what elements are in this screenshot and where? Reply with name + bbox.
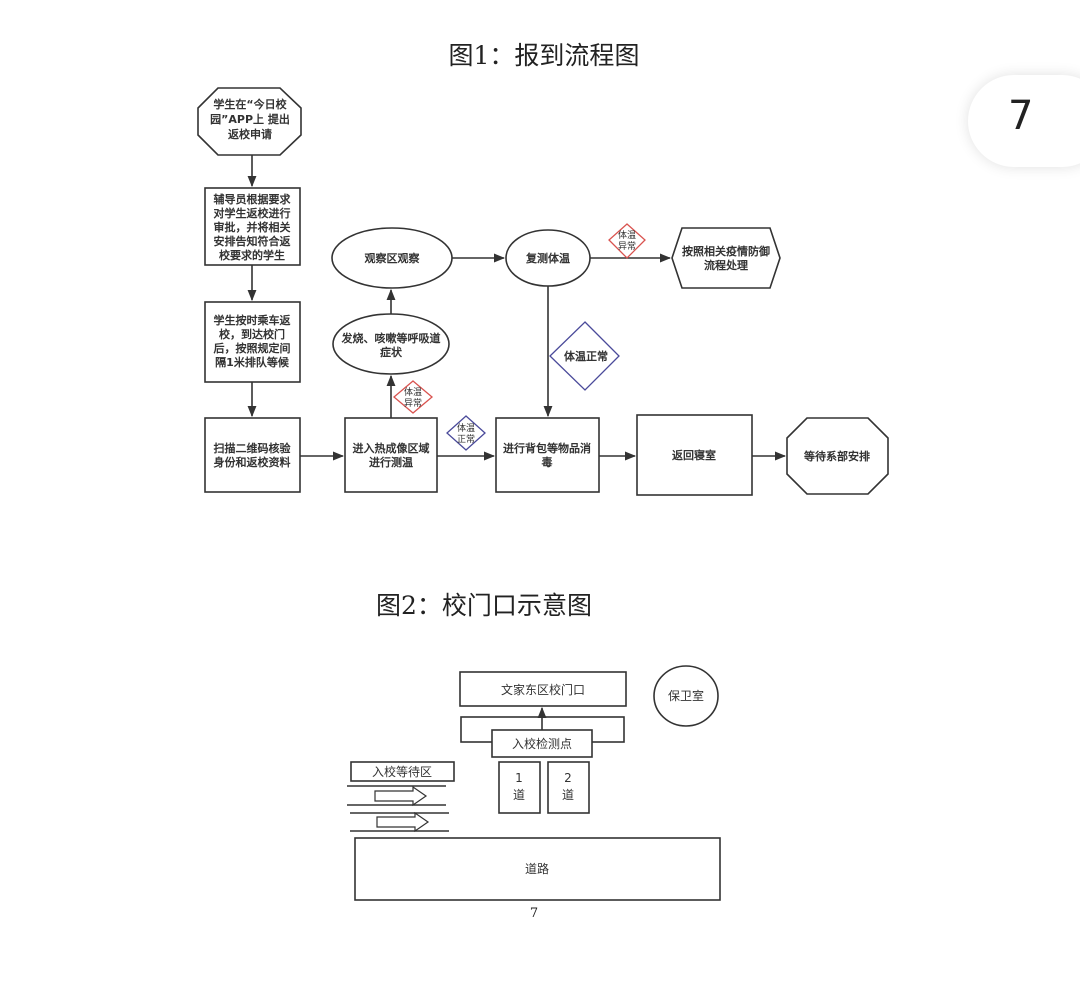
svg-text:辅导员根据要求对学生返校进行审批，并将相关安排告知符合返校要: 辅导员根据要求对学生返校进行审批，并将相关安排告知符合返校要求的学生 [214,192,292,262]
svg-text:按照相关疫情防御流程处理: 按照相关疫情防御流程处理 [682,244,770,272]
page-number-badge: 7 [968,75,1080,167]
road: 道路 [354,837,721,901]
guard-room: 保卫室 [653,665,719,727]
epidemic-procedure-node: 按照相关疫情防御流程处理 [671,227,781,289]
step-return-dorm: 返回寝室 [636,414,753,496]
svg-text:2道: 2道 [562,771,574,802]
start-node-apply: 学生在“今日校园”APP上 提出返校申请 [197,87,302,156]
right-arrow-icon [376,811,430,833]
svg-text:观察区观察: 观察区观察 [365,251,421,265]
figure2-title: 图2：校门口示意图 [376,591,592,620]
svg-text:进入热成像区域进行测温: 进入热成像区域进行测温 [353,441,430,469]
svg-text:学生按时乘车返校，到达校门后，按照规定间隔1米排队等候: 学生按时乘车返校，到达校门后，按照规定间隔1米排队等候 [214,313,291,369]
svg-text:入校检测点: 入校检测点 [512,736,572,751]
svg-text:复测体温: 复测体温 [525,251,570,265]
svg-text:体温正常: 体温正常 [564,349,608,363]
step-arrive-queue: 学生按时乘车返校，到达校门后，按照规定间隔1米排队等候 [204,301,301,383]
waiting-area: 入校等待区 [350,761,455,782]
page-footer-number: 7 [530,906,538,921]
step-disinfect: 进行背包等物品消毒 [495,417,600,493]
svg-text:体温正常: 体温正常 [457,422,475,445]
abnormal-diamond-retest: 体温异常 [608,223,646,259]
school-gate: 文家东区校门口 [459,671,627,707]
svg-text:进行背包等物品消毒: 进行背包等物品消毒 [503,441,591,469]
figure1-title: 图1：报到流程图 [449,41,640,70]
svg-text:学生在“今日校园”APP上 提出返校申请: 学生在“今日校园”APP上 提出返校申请 [210,97,290,141]
svg-text:1道: 1道 [513,771,525,802]
step-thermal-check: 进入热成像区域进行测温 [344,417,438,493]
abnormal-diamond-thermal: 体温异常 [392,380,434,414]
svg-text:入校等待区: 入校等待区 [372,764,432,779]
waiting-lanes [347,785,449,833]
svg-text:文家东区校门口: 文家东区校门口 [501,682,585,697]
svg-text:道路: 道路 [525,861,549,876]
step-counselor-approval: 辅导员根据要求对学生返校进行审批，并将相关安排告知符合返校要求的学生 [204,187,301,266]
svg-text:体温异常: 体温异常 [618,229,636,252]
entry-checkpoint: 入校检测点 [491,729,593,758]
right-arrow-icon [374,785,428,807]
step-scan-qr: 扫描二维码核验身份和返校资料 [204,417,301,493]
page-number-badge-text: 7 [1008,93,1034,139]
flow-arrows [247,155,787,461]
svg-text:返回寝室: 返回寝室 [672,448,716,462]
svg-text:扫描二维码核验身份和返校资料: 扫描二维码核验身份和返校资料 [214,441,292,469]
retest-node: 复测体温 [505,229,591,287]
symptom-node: 发烧、咳嗽等呼吸道症状 [332,313,450,375]
normal-diamond-large: 体温正常 [549,321,620,391]
svg-text:等待系部安排: 等待系部安排 [803,449,870,463]
observe-node: 观察区观察 [331,227,453,289]
end-node-wait: 等待系部安排 [786,417,889,495]
normal-diamond-small: 体温正常 [446,415,486,451]
svg-text:发烧、咳嗽等呼吸道症状: 发烧、咳嗽等呼吸道症状 [341,331,441,359]
svg-text:保卫室: 保卫室 [668,688,704,703]
svg-text:体温异常: 体温异常 [404,386,422,409]
